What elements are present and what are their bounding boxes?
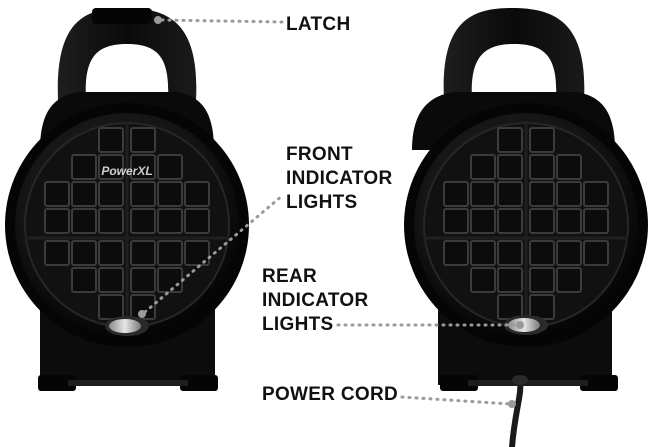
leader-dots [138, 16, 524, 408]
rear-indicator-lights-line: INDICATOR [262, 290, 369, 311]
waffle-cell [470, 208, 496, 234]
waffle-cell [130, 154, 156, 180]
waffle-cell [98, 208, 124, 234]
handle [443, 8, 585, 100]
waffle-cell [157, 154, 183, 180]
waffle-cell [44, 181, 70, 207]
waffle-cell [157, 181, 183, 207]
front-indicator-lights-line: INDICATOR [286, 168, 393, 189]
front-lights-leader-line [143, 193, 285, 314]
waffle-cell [98, 127, 124, 153]
waffle-cell [583, 240, 609, 266]
waffle-cell [98, 154, 124, 180]
waffle-cell [98, 181, 124, 207]
leader-lines [143, 18, 520, 406]
waffle-cell [529, 181, 555, 207]
waffle-cell [130, 267, 156, 293]
waffle-cell [98, 267, 124, 293]
waffle-cell [443, 240, 469, 266]
waffle-cell [470, 181, 496, 207]
front-view-waffle-maker: PowerXL [5, 8, 249, 391]
waffle-cell [556, 181, 582, 207]
waffle-cell [497, 267, 523, 293]
power-cord [509, 377, 524, 447]
waffle-cell [71, 267, 97, 293]
waffle-cell [98, 294, 124, 320]
front-indicator-lights-line: LIGHTS [286, 192, 358, 213]
waffle-cell [470, 240, 496, 266]
waffle-cell [184, 181, 210, 207]
waffle-cell [184, 208, 210, 234]
waffle-grid [443, 127, 609, 320]
waffle-cell [583, 181, 609, 207]
waffle-cell [157, 267, 183, 293]
handle [57, 8, 197, 100]
waffle-cell [497, 208, 523, 234]
waffle-cell [583, 208, 609, 234]
waffle-cell [470, 154, 496, 180]
waffle-cell [529, 240, 555, 266]
waffle-cell [157, 208, 183, 234]
waffle-cell [184, 240, 210, 266]
waffle-cell [71, 240, 97, 266]
waffle-cell [556, 208, 582, 234]
rear-indicator-lights-line: LIGHTS [262, 314, 334, 335]
waffle-cell [529, 267, 555, 293]
waffle-cell [529, 127, 555, 153]
waffle-cell [443, 181, 469, 207]
waffle-cell [130, 181, 156, 207]
waffle-cell [98, 240, 124, 266]
waffle-cell [157, 240, 183, 266]
waffle-cell [130, 208, 156, 234]
waffle-cell [44, 208, 70, 234]
waffle-cell [470, 267, 496, 293]
latch-label: LATCH [286, 13, 350, 37]
rear-view-waffle-maker [404, 8, 648, 447]
waffle-cell [556, 240, 582, 266]
waffle-cell [71, 154, 97, 180]
waffle-cell [497, 127, 523, 153]
waffle-cell [556, 267, 582, 293]
front-indicator-lights-label: FRONT INDICATOR LIGHTS [286, 143, 393, 215]
latch-leader-line [160, 18, 284, 24]
waffle-cell [497, 240, 523, 266]
power-cord-label-line: POWER CORD [262, 384, 398, 405]
rear-indicator-lights-label: REAR INDICATOR LIGHTS [262, 265, 369, 337]
waffle-cell [497, 154, 523, 180]
waffle-cell [130, 294, 156, 320]
rear-indicator-lights-line: REAR [262, 266, 318, 287]
waffle-cell [71, 181, 97, 207]
brand-logo: PowerXL [101, 164, 152, 178]
power-cord-leader-line [400, 395, 512, 406]
waffle-cell [130, 240, 156, 266]
waffle-cell [497, 294, 523, 320]
latch-label-line: LATCH [286, 14, 351, 35]
waffle-cell [529, 154, 555, 180]
waffle-cell [529, 294, 555, 320]
power-cord-label: POWER CORD [262, 383, 398, 407]
waffle-cell [130, 127, 156, 153]
waffle-cell [497, 181, 523, 207]
latch-handle-top [92, 8, 152, 24]
waffle-cell [443, 208, 469, 234]
waffle-cell [71, 208, 97, 234]
waffle-cell [529, 208, 555, 234]
front-indicator-lights-line: FRONT [286, 144, 353, 165]
waffle-cell [556, 154, 582, 180]
waffle-grid [44, 127, 210, 320]
waffle-cell [44, 240, 70, 266]
